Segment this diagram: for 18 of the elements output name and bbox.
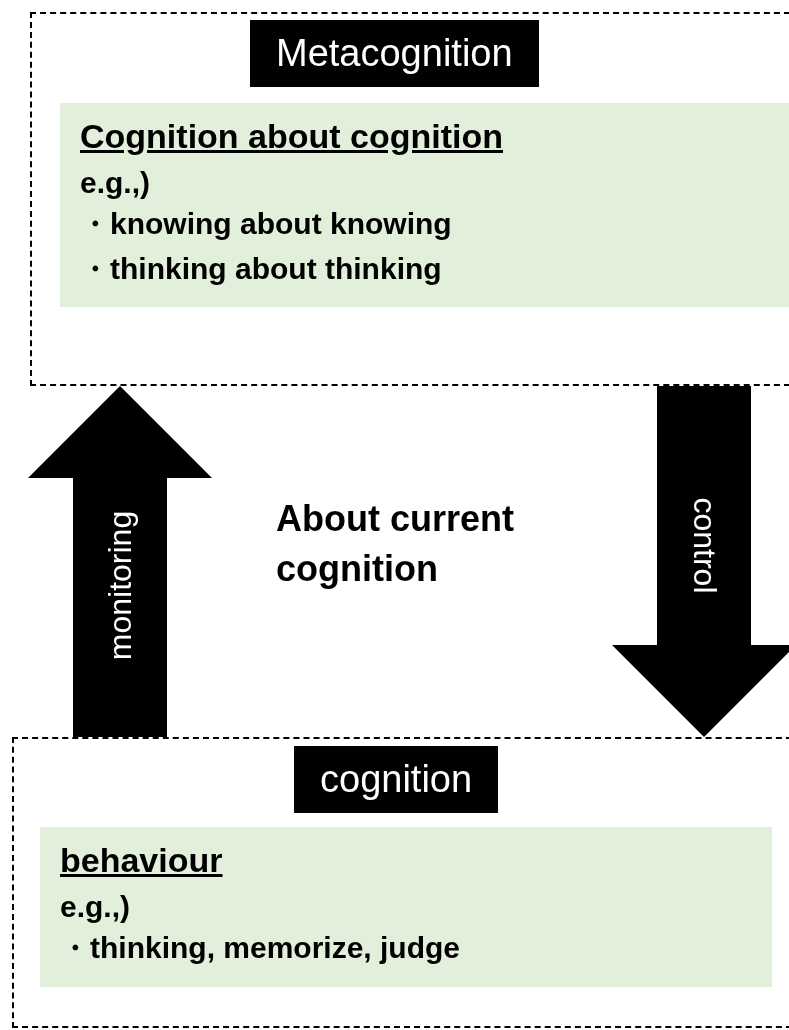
panel-text: ・thinking, memorize, judge <box>60 930 462 966</box>
dashed-frame <box>30 12 789 386</box>
note-text: About current cognition <box>276 497 515 592</box>
panel-heading: behaviour <box>60 841 223 880</box>
heading-label: cognition <box>294 746 499 813</box>
panel-heading: Cognition about cognition <box>80 117 503 156</box>
content-panel <box>60 103 789 307</box>
panel-text: ・knowing about knowing <box>80 206 453 242</box>
heading-label: Metacognition <box>250 20 539 87</box>
panel-text: e.g.,) <box>80 166 151 200</box>
panel-text: e.g.,) <box>60 890 131 924</box>
edge-label: control <box>685 497 723 593</box>
content-panel <box>40 827 772 987</box>
edge-label: monitoring <box>101 510 139 660</box>
block-arrow <box>28 386 212 737</box>
panel-text: ・thinking about thinking <box>80 251 443 287</box>
dashed-frame <box>12 737 789 1028</box>
block-arrow <box>612 386 789 737</box>
